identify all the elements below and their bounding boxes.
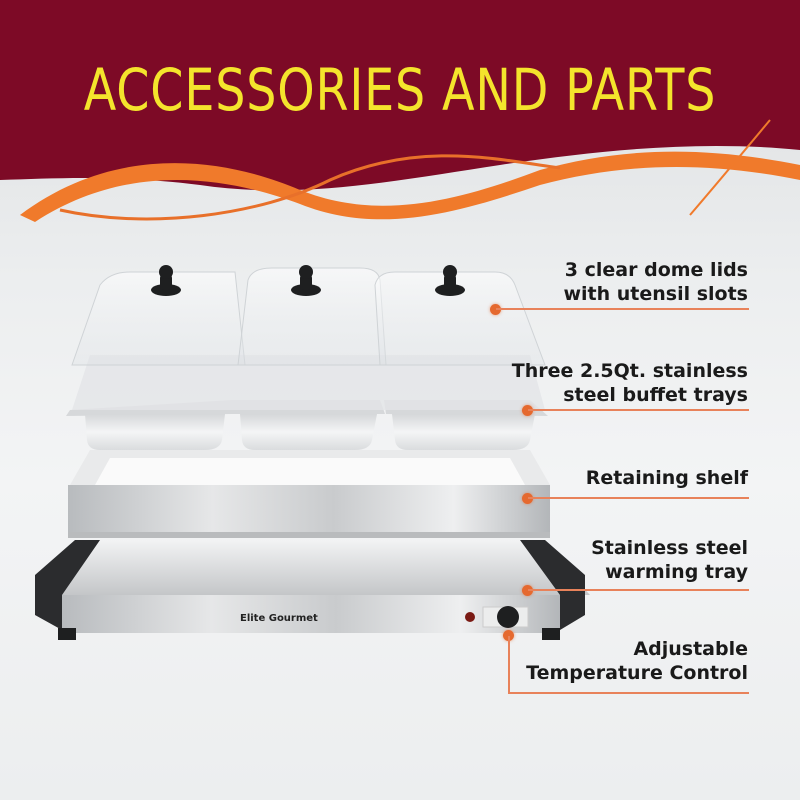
retaining-shelf [68, 450, 550, 538]
leader-vline-control [508, 636, 510, 693]
leader-line-shelf [528, 497, 749, 499]
callout-warming: Stainless steel warming tray [591, 537, 748, 583]
callout-shelf: Retaining shelf [585, 467, 748, 489]
dome-lids [71, 265, 546, 366]
callout-dot-lids [490, 304, 501, 315]
svg-text:Elite Gourmet: Elite Gourmet [240, 613, 318, 624]
leader-line-lids [496, 308, 749, 310]
header-banner [0, 0, 800, 222]
callout-lids: 3 clear dome lids with utensil slots [563, 259, 748, 305]
buffet-trays [66, 355, 548, 450]
callout-dot-trays [522, 405, 533, 416]
leader-line-control [508, 692, 749, 694]
callout-dot-shelf [522, 493, 533, 504]
warming-tray: Elite Gourmet [35, 540, 590, 640]
leader-line-trays [528, 409, 749, 411]
leader-line-warming [528, 589, 749, 591]
callout-dot-control [503, 630, 514, 641]
callout-control: Adjustable Temperature Control [526, 638, 748, 684]
page-title: ACCESSORIES AND PARTS [83, 56, 717, 124]
callout-dot-warming [522, 585, 533, 596]
callout-trays: Three 2.5Qt. stainless steel buffet tray… [511, 360, 748, 406]
